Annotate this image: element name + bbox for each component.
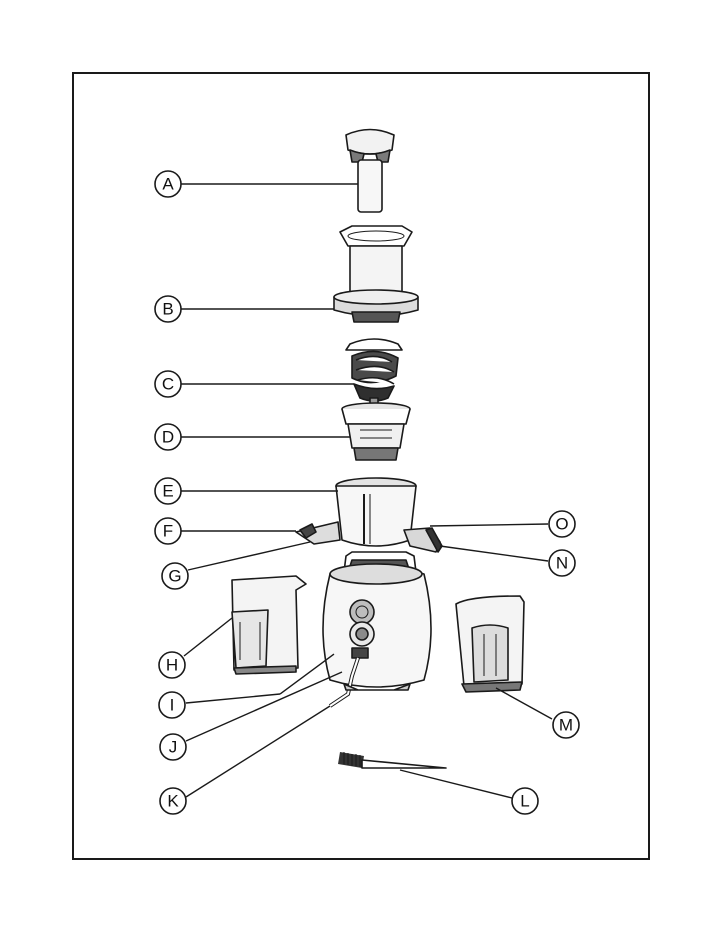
callout-J: J [160, 734, 186, 760]
pulp-container-part [456, 596, 524, 692]
juice-jug-part [232, 576, 306, 674]
callout-F-label: F [163, 522, 173, 541]
callout-A: A [155, 171, 181, 197]
callout-D: D [155, 424, 181, 450]
callout-M-label: M [559, 716, 573, 735]
callout-I-label: I [170, 696, 175, 715]
motor-base-part [323, 552, 431, 706]
hopper-lid-part [334, 226, 418, 322]
callout-K: K [160, 788, 186, 814]
callout-B-label: B [162, 300, 173, 319]
auger-part [346, 339, 402, 404]
strainer-part [342, 403, 410, 460]
callout-D-label: D [162, 428, 174, 447]
callout-O-label: O [555, 515, 568, 534]
callout-G-label: G [168, 567, 181, 586]
callout-G: G [162, 563, 188, 589]
callout-O: O [549, 511, 575, 537]
callout-H-label: H [166, 656, 178, 675]
callout-E-label: E [162, 482, 173, 501]
callout-N-label: N [556, 554, 568, 573]
callout-C: C [155, 371, 181, 397]
callout-J-label: J [169, 738, 178, 757]
callout-I: I [159, 692, 185, 718]
cleaning-brush-part [338, 752, 446, 768]
callout-L-label: L [520, 792, 529, 811]
callout-F: F [155, 518, 181, 544]
callout-C-label: C [162, 375, 174, 394]
callout-N: N [549, 550, 575, 576]
callout-K-label: K [167, 792, 179, 811]
callout-A-label: A [162, 175, 174, 194]
pusher-part [346, 130, 394, 213]
callout-M: M [553, 712, 579, 738]
callout-E: E [155, 478, 181, 504]
callout-B: B [155, 296, 181, 322]
callout-L: L [512, 788, 538, 814]
juicing-bowl-part [296, 478, 442, 552]
callout-H: H [159, 652, 185, 678]
